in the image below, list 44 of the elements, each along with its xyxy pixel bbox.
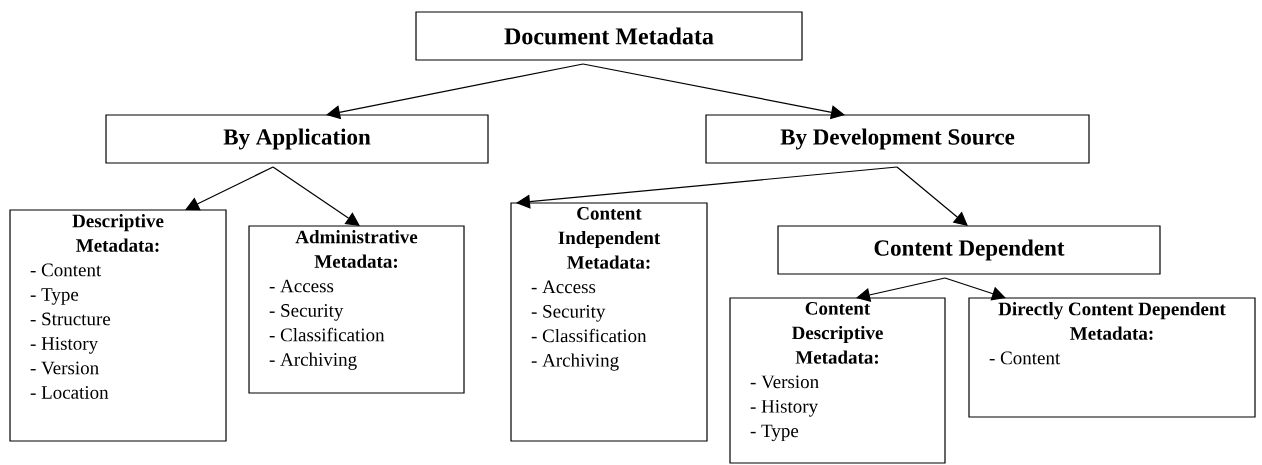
box-heading: Directly Content Dependent Metadata: — [998, 302, 1226, 340]
box-title: By Application — [223, 128, 371, 150]
list-item: - Access — [531, 280, 596, 294]
box-title: Content Dependent — [874, 239, 1065, 261]
list-item: - Security — [531, 305, 606, 322]
list-item: - Security — [269, 304, 344, 321]
arrow — [896, 166, 968, 226]
list-item: - Type — [750, 424, 799, 442]
box-heading: Administrative Metadata: — [295, 230, 418, 268]
list-item: - Classification — [269, 327, 385, 342]
list-item: - Classification — [531, 328, 647, 343]
list-item: - Structure — [30, 312, 111, 326]
box-heading: Descriptive Metadata: — [72, 214, 164, 252]
list-item: - Archiving — [269, 352, 357, 370]
metadata-box — [968, 297, 1256, 418]
list-item: - Version — [750, 375, 819, 389]
arrow — [326, 63, 584, 120]
category-box — [105, 114, 489, 164]
list-item: - History — [750, 400, 818, 417]
box-heading: Content Independent Metadata: — [558, 207, 661, 269]
category-box — [415, 11, 803, 61]
arrow — [582, 63, 845, 120]
metadata-box — [510, 202, 708, 442]
arrow — [185, 166, 274, 211]
metadata-box — [729, 297, 946, 464]
list-item: - Access — [269, 279, 334, 293]
list-item: - Type — [30, 288, 79, 305]
list-item: - Location — [30, 386, 109, 399]
box-title: By Development Source — [780, 128, 1015, 150]
metadata-box — [248, 225, 465, 394]
arrow — [272, 166, 360, 226]
arrow — [944, 277, 1006, 301]
category-box — [705, 114, 1090, 164]
list-item: - Archiving — [531, 353, 619, 371]
list-item: - Content — [989, 351, 1061, 365]
category-box — [777, 225, 1161, 275]
list-item: - Version — [30, 361, 99, 375]
metadata-box — [9, 209, 227, 442]
list-item: - History — [30, 337, 98, 354]
arrow — [856, 277, 946, 302]
box-heading: Content Descriptive Metadata: — [791, 302, 883, 364]
box-title: Document Metadata — [504, 27, 714, 45]
arrow — [516, 166, 898, 209]
list-item: - Content — [30, 263, 102, 277]
